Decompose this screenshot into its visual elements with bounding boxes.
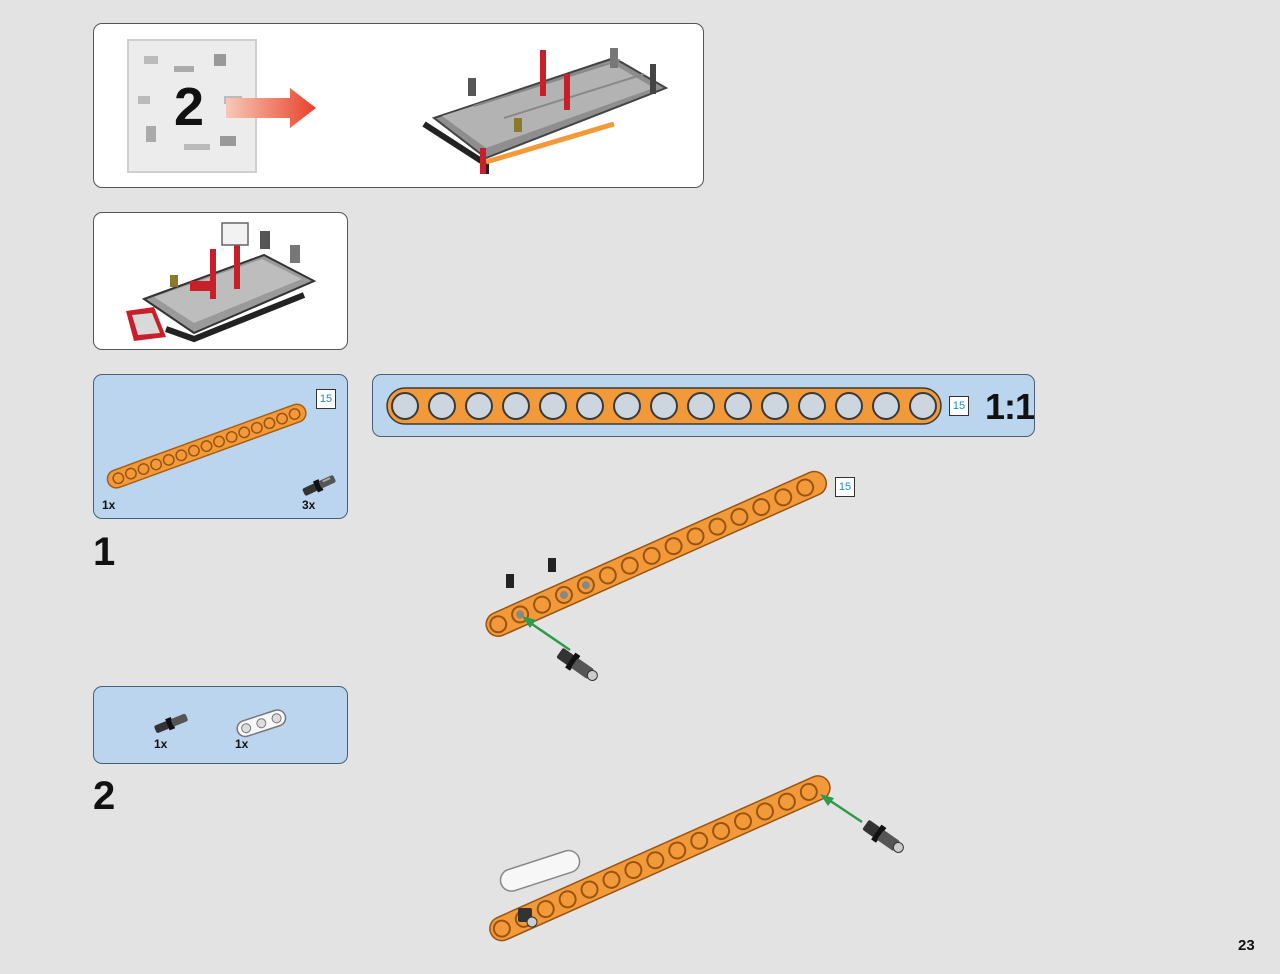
- scale-reference-bar: 15 1:1: [372, 374, 1035, 437]
- pin-quantity-2: 1x: [154, 737, 168, 751]
- orange-beam-15-scale-icon: [386, 387, 942, 425]
- scale-length-tag: 15: [949, 396, 969, 416]
- step-number-1: 1: [93, 530, 116, 574]
- beam-quantity: 1x: [102, 498, 116, 512]
- beam-length-tag: 15: [316, 389, 336, 409]
- bag-number: 2: [174, 77, 205, 137]
- page-number: 23: [1238, 937, 1255, 954]
- bag-panel: 2: [93, 23, 704, 188]
- step-1-length-tag: 15: [835, 477, 855, 497]
- parts-callout-step-1: 15 1x 3x: [93, 374, 348, 519]
- model-overview-illustration: [126, 222, 317, 343]
- step-1-illustration: [485, 470, 828, 681]
- step-2-illustration: [489, 775, 904, 942]
- orange-beam-15-icon: [106, 403, 307, 489]
- connector-pin-icon-2: [154, 713, 188, 733]
- pin-quantity: 3x: [302, 498, 316, 512]
- scale-label: 1:1: [985, 386, 1035, 427]
- model-progress-illustration: [422, 48, 669, 174]
- parts-callout-step-2: 1x 1x: [93, 686, 348, 764]
- step-number-2: 2: [93, 774, 116, 818]
- red-arrow-icon: [226, 88, 316, 128]
- overview-panel: [93, 212, 348, 350]
- white-beam-quantity: 1x: [235, 737, 249, 751]
- connector-pin-icon: [302, 475, 336, 496]
- white-beam-3-icon: [236, 709, 287, 738]
